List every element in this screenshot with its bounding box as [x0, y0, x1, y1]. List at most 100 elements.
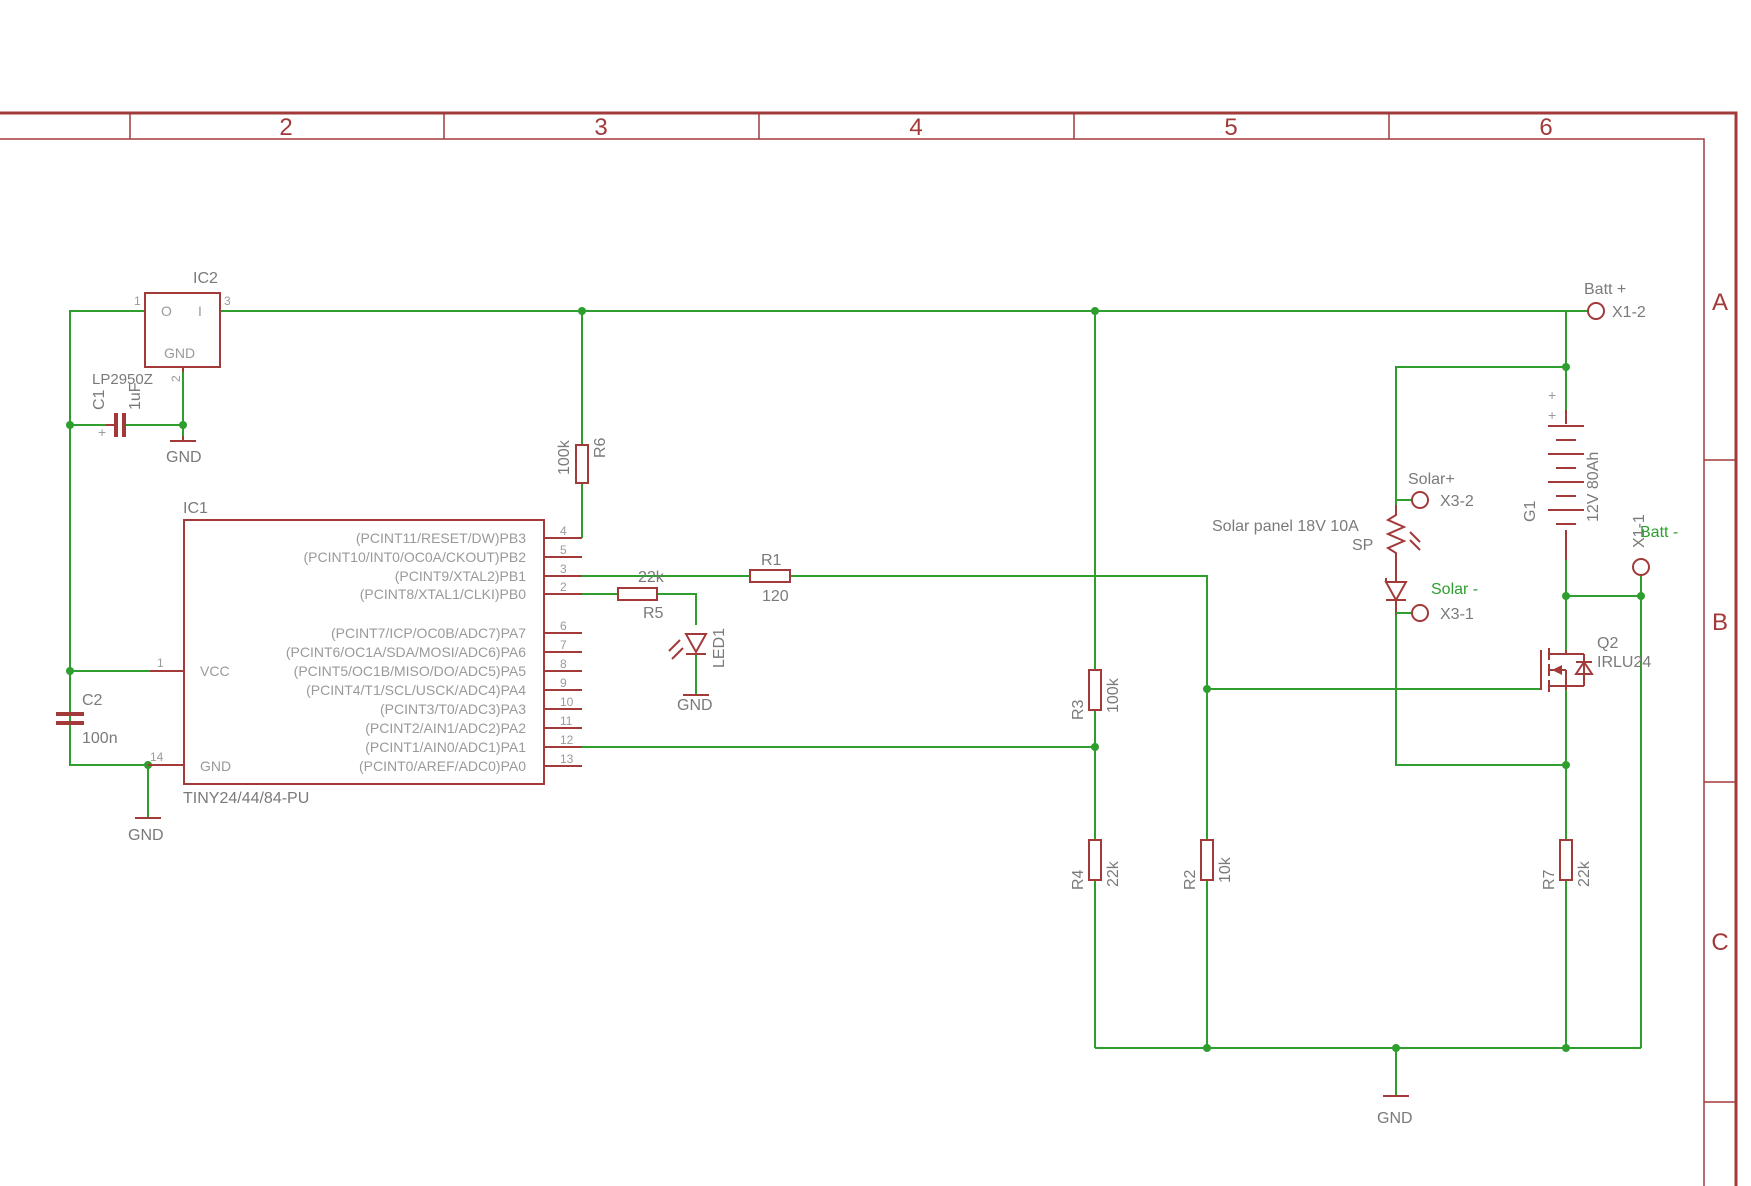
- ic1-pin-number: 11: [560, 714, 573, 728]
- ic2-pin-i: I: [198, 303, 202, 319]
- resistor-r7[interactable]: R7 22k: [1541, 839, 1593, 890]
- ic1-gnd-pin: 14: [150, 750, 164, 764]
- batt-plus-label: Batt +: [1584, 281, 1626, 298]
- ic1-pin-label: (PCINT3/T0/ADC3)PA3: [380, 701, 526, 717]
- solar-minus-label: Solar -: [1431, 581, 1478, 598]
- drawing-frame: 2 3 4 5 6 A B C: [0, 111, 1738, 1186]
- solar-panel-sp[interactable]: Solar panel 18V 10A SP: [1212, 505, 1421, 615]
- row-label-a: A: [1712, 289, 1728, 316]
- ic2-pin2-num: 2: [169, 375, 183, 382]
- ic1-pin-number: 12: [560, 733, 574, 747]
- gnd-symbol-main: GND: [1377, 1095, 1413, 1127]
- g1-value: 12V 80Ah: [1585, 452, 1602, 522]
- c1-plus: +: [98, 424, 106, 440]
- resistor-r6[interactable]: R6 100k: [556, 437, 609, 484]
- batt-minus-label: Batt -: [1640, 524, 1678, 541]
- connector-batt-plus[interactable]: Batt + X1-2: [1566, 281, 1646, 321]
- ic1-pin-number: 10: [560, 695, 574, 709]
- resistor-r2[interactable]: R2 10k: [1182, 839, 1234, 890]
- c1-value: 1uF: [127, 382, 144, 410]
- column-label-3: 3: [594, 114, 607, 141]
- r7-value: 22k: [1576, 860, 1593, 887]
- solar-plus-label: Solar+: [1408, 471, 1455, 488]
- ic2-pin-gnd: GND: [164, 345, 195, 361]
- ic1-pin-number: 9: [560, 676, 567, 690]
- resistor-r3[interactable]: R3 100k: [1070, 669, 1122, 720]
- ic1-pin-label: (PCINT11/RESET/DW)PB3: [356, 530, 526, 546]
- ic2-name: IC2: [193, 270, 218, 287]
- gnd-symbol-ic2: GND: [166, 436, 202, 466]
- r5-name: R5: [643, 605, 664, 622]
- ic1-pin-number: 4: [560, 524, 567, 538]
- r4-value: 22k: [1105, 860, 1122, 887]
- ic2-value: LP2950Z: [92, 371, 153, 388]
- resistor-r5[interactable]: 22k R5: [617, 569, 665, 622]
- c2-name: C2: [82, 692, 103, 709]
- column-label-4: 4: [909, 114, 922, 141]
- connector-solar-plus[interactable]: Solar+ X3-2: [1396, 471, 1474, 510]
- ic1-pin-label: (PCINT1/AIN0/ADC1)PA1: [365, 739, 526, 755]
- row-label-c: C: [1711, 929, 1728, 956]
- row-label-b: B: [1712, 609, 1728, 636]
- ic1-pin-label: (PCINT10/INT0/OC0A/CKOUT)PB2: [304, 549, 527, 565]
- q2-value: IRLU24: [1597, 654, 1651, 671]
- ic2-pin-o: O: [161, 303, 172, 319]
- batt-plus-pin: X1-2: [1612, 304, 1646, 321]
- r5-value: 22k: [638, 569, 665, 586]
- ic1-pin-number: 13: [560, 752, 574, 766]
- q2-name: Q2: [1597, 635, 1618, 652]
- ic1-pin-label: (PCINT0/AREF/ADC0)PA0: [359, 758, 526, 774]
- g1-name: G1: [1522, 501, 1539, 522]
- ic1-pin-label: (PCINT6/OC1A/SDA/MOSI/ADC6)PA6: [286, 644, 526, 660]
- ic2-pin1-num: 1: [134, 294, 141, 308]
- r6-name: R6: [592, 437, 609, 458]
- ic1-name: IC1: [183, 500, 208, 517]
- resistor-r4[interactable]: R4 22k: [1070, 839, 1122, 890]
- r2-name: R2: [1182, 869, 1199, 890]
- ic1-pin-number: 8: [560, 657, 567, 671]
- connector-batt-minus[interactable]: Batt - X1-1: [1631, 514, 1678, 596]
- solar-value: Solar panel 18V 10A: [1212, 518, 1359, 535]
- ic1-pin-number: 6: [560, 619, 567, 633]
- ic1-vcc-label: VCC: [200, 663, 230, 679]
- g1-plus-inner: +: [1548, 407, 1556, 423]
- ic1-pin-label: (PCINT9/XTAL2)PB1: [395, 568, 526, 584]
- ic1-pin-label: (PCINT7/ICP/OC0B/ADC7)PA7: [331, 625, 526, 641]
- ic1-pin-number: 7: [560, 638, 567, 652]
- capacitor-c2[interactable]: C2 100n: [56, 671, 118, 765]
- ic1-microcontroller[interactable]: IC1 TINY24/44/84-PU VCC GND 1 14 (PCINT1…: [148, 500, 582, 807]
- batt-minus-pin: X1-1: [1631, 514, 1648, 548]
- c2-value: 100n: [82, 730, 118, 747]
- r1-value: 120: [762, 588, 789, 605]
- r2-value: 10k: [1217, 856, 1234, 883]
- column-label-2: 2: [279, 114, 292, 141]
- ic1-gnd-label: GND: [200, 758, 231, 774]
- r3-name: R3: [1070, 699, 1087, 720]
- gnd-symbol-ic1: GND: [128, 765, 164, 844]
- gnd-symbol-led: GND: [677, 694, 713, 714]
- gnd-label: GND: [677, 697, 713, 714]
- r4-name: R4: [1070, 869, 1087, 890]
- g1-plus-top: +: [1548, 387, 1556, 403]
- gnd-label: GND: [1377, 1110, 1413, 1127]
- resistor-r1[interactable]: R1 120: [749, 552, 791, 605]
- ic1-pin-list: (PCINT11/RESET/DW)PB3 4 (PCINT10/INT0/OC0A…: [286, 524, 582, 774]
- ic1-vcc-pin: 1: [157, 656, 164, 670]
- gnd-label: GND: [128, 827, 164, 844]
- ic1-pin-label: (PCINT4/T1/SCL/USCK/ADC4)PA4: [306, 682, 526, 698]
- r3-value: 100k: [1105, 677, 1122, 713]
- solar-name: SP: [1352, 537, 1373, 554]
- ic1-pin-label: (PCINT5/OC1B/MISO/DO/ADC5)PA5: [294, 663, 527, 679]
- column-label-6: 6: [1539, 114, 1552, 141]
- r6-value: 100k: [556, 439, 573, 475]
- led-led1[interactable]: LED1: [668, 628, 728, 668]
- battery-g1[interactable]: + + G1 12V 80Ah: [1522, 387, 1602, 560]
- led1-name: LED1: [711, 628, 728, 668]
- ic1-pin-label: (PCINT8/XTAL1/CLKI)PB0: [360, 586, 526, 602]
- mosfet-q2[interactable]: Q2 IRLU24: [1540, 635, 1651, 692]
- nets: [66, 307, 1645, 1096]
- ic2-regulator[interactable]: IC2 LP2950Z O I GND 1 3 2: [92, 270, 231, 388]
- capacitor-c1[interactable]: + C1 1uF: [91, 382, 144, 440]
- connector-solar-minus[interactable]: Solar - X3-1: [1396, 581, 1478, 623]
